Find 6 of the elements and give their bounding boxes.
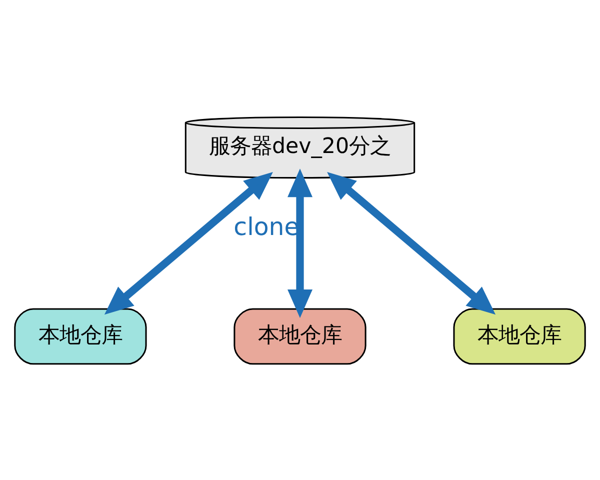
arrow bbox=[288, 168, 313, 318]
node-box: 本地仓库 bbox=[453, 308, 586, 364]
node-box: 本地仓库 bbox=[14, 308, 147, 364]
arrow bbox=[327, 171, 496, 314]
node-box: 本地仓库 bbox=[234, 308, 366, 364]
arrow bbox=[104, 171, 273, 314]
